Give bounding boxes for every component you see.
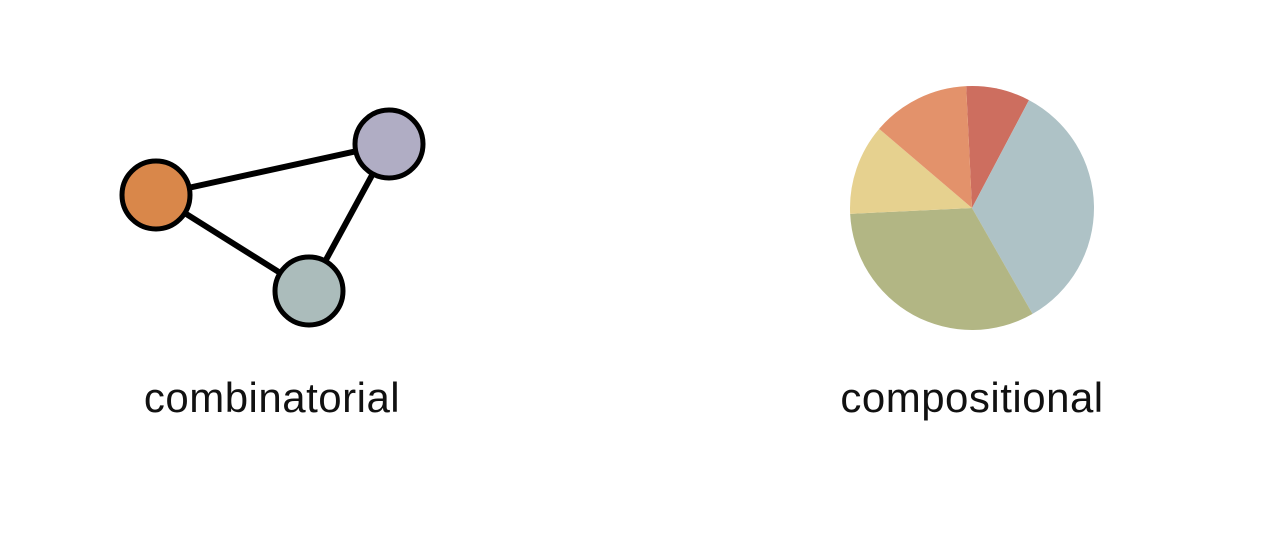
- slice-yellow: [849, 128, 972, 214]
- node-gray: [272, 254, 346, 328]
- compositional-pie-chart: [849, 85, 1094, 331]
- slice-olive: [850, 208, 1033, 331]
- slice-blue-gray: [972, 100, 1094, 314]
- combinatorial-label: combinatorial: [143, 374, 401, 421]
- combinatorial-graph: [119, 107, 426, 328]
- edge-orange-purple: [155, 141, 390, 198]
- node-purple: [352, 107, 426, 181]
- slice-red: [966, 85, 1029, 208]
- node-orange: [119, 158, 193, 232]
- compositional-label: compositional: [840, 374, 1104, 421]
- slice-orange: [879, 86, 972, 208]
